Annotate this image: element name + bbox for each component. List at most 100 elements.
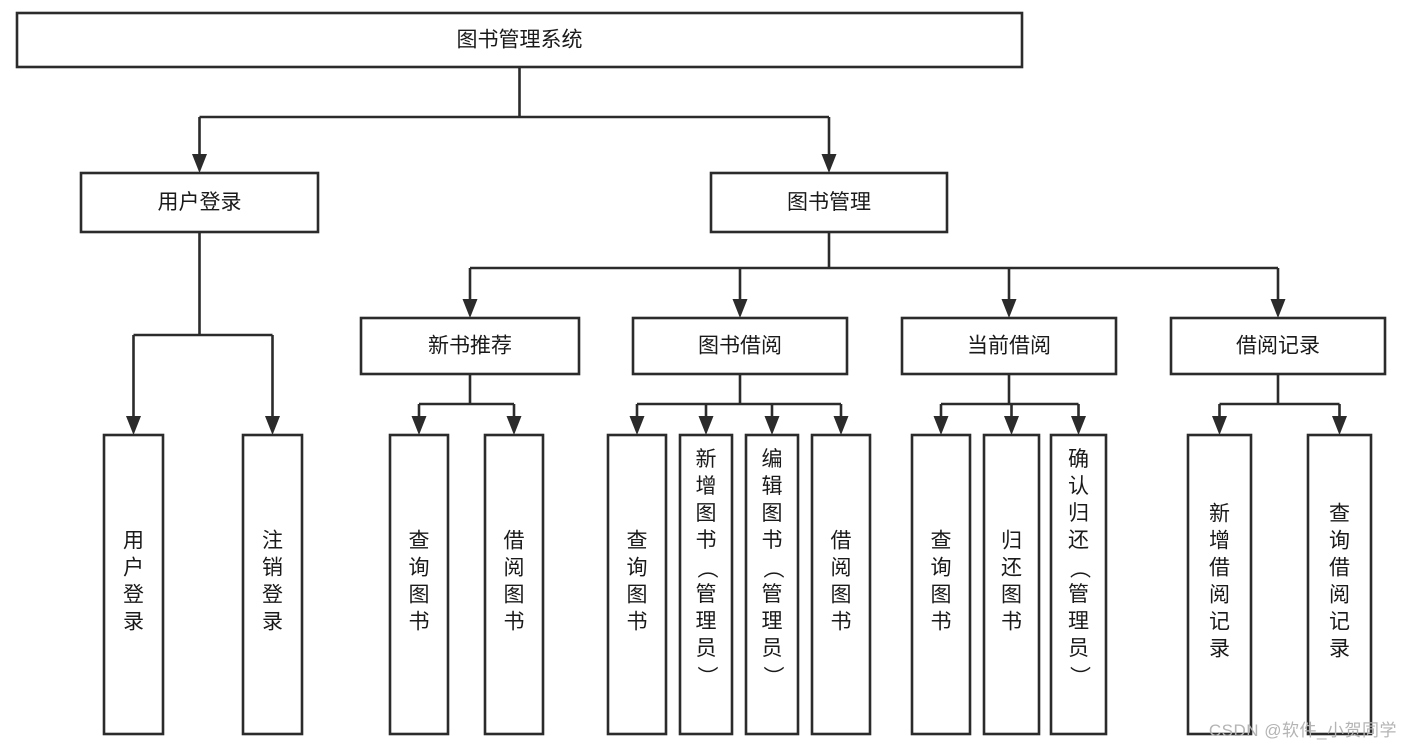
node-box-leaf-query-book-1[interactable] [388, 433, 450, 736]
node-box-leaf-query-book-2[interactable] [606, 433, 668, 736]
svg-text:认: 认 [1068, 475, 1089, 498]
svg-text:查: 查 [627, 530, 648, 553]
svg-text:查: 查 [1329, 503, 1350, 526]
arrow-head-level3-1 [732, 299, 748, 318]
node-box-leaf-query-book-3[interactable] [910, 433, 972, 736]
arrow-head-level2-1 [821, 154, 837, 173]
arrow-head-leaf-query-book-3 [933, 416, 949, 435]
node-label-root: 图书管理系统 [457, 29, 583, 52]
svg-text:书: 书 [696, 529, 717, 552]
svg-text:书: 书 [762, 529, 783, 552]
node-box-book-borrow[interactable] [631, 316, 849, 376]
labels-layer: 图书管理系统用户登录图书管理新书推荐图书借阅当前借阅借阅记录用户登录注销登录查询… [123, 29, 1350, 687]
node-box-root[interactable] [15, 11, 1024, 69]
svg-text:辑: 辑 [762, 475, 783, 498]
svg-text:图: 图 [831, 584, 852, 607]
svg-text:借: 借 [1209, 557, 1230, 580]
arrow-head-leaf-add-book [698, 416, 714, 435]
node-box-leaf-add-record[interactable] [1186, 433, 1253, 736]
svg-text:记: 记 [1209, 611, 1230, 634]
svg-text:用: 用 [123, 530, 144, 553]
svg-text:管: 管 [762, 583, 783, 606]
svg-text:阅: 阅 [831, 557, 852, 580]
node-box-user-login[interactable] [79, 171, 320, 234]
arrow-head-leaf-logout-login [265, 416, 280, 435]
svg-text:注: 注 [262, 530, 283, 553]
node-label-current-borrow: 当前借阅 [967, 335, 1051, 358]
svg-text:询: 询 [931, 557, 952, 580]
svg-text:员: 员 [1068, 637, 1089, 660]
svg-text:增: 增 [696, 475, 717, 498]
node-box-leaf-edit-book[interactable] [744, 433, 800, 736]
svg-text:图: 图 [409, 584, 430, 607]
node-box-leaf-borrow-book-1[interactable] [483, 433, 545, 736]
node-box-leaf-logout-login[interactable] [241, 433, 304, 736]
svg-text:阅: 阅 [504, 557, 525, 580]
svg-text:管: 管 [1068, 583, 1089, 606]
svg-text:确: 确 [1068, 448, 1089, 471]
svg-text:理: 理 [762, 610, 783, 633]
node-label-book-borrow: 图书借阅 [698, 335, 782, 358]
svg-text:理: 理 [1068, 610, 1089, 633]
node-box-leaf-confirm-return[interactable] [1049, 433, 1108, 736]
svg-text:归: 归 [1001, 530, 1022, 553]
arrow-head-leaf-borrow-book-2 [833, 416, 849, 435]
svg-text:图: 图 [627, 584, 648, 607]
svg-text:书: 书 [1001, 611, 1022, 634]
node-box-borrow-record[interactable] [1169, 316, 1387, 376]
svg-text:记: 记 [1329, 611, 1350, 634]
svg-text:户: 户 [123, 557, 144, 580]
node-label-borrow-record: 借阅记录 [1236, 335, 1320, 358]
node-label-new-book-recommend: 新书推荐 [428, 335, 512, 358]
svg-text:录: 录 [262, 611, 283, 634]
svg-text:登: 登 [262, 584, 283, 607]
arrow-head-leaf-borrow-book-1 [506, 416, 522, 435]
svg-text:（: （ [1068, 558, 1091, 579]
svg-text:增: 增 [1209, 530, 1230, 553]
svg-text:询: 询 [1329, 530, 1350, 553]
svg-text:归: 归 [1068, 502, 1089, 525]
svg-text:（: （ [695, 558, 718, 579]
svg-text:新: 新 [1209, 503, 1230, 526]
svg-text:书: 书 [931, 611, 952, 634]
node-box-leaf-borrow-book-2[interactable] [810, 433, 872, 736]
svg-text:录: 录 [1329, 638, 1350, 661]
svg-text:员: 员 [762, 637, 783, 660]
arrow-head-level2-0 [192, 154, 207, 173]
node-box-current-borrow[interactable] [900, 316, 1118, 376]
node-box-book-management[interactable] [709, 171, 949, 234]
svg-text:书: 书 [627, 611, 648, 634]
arrow-head-leaf-user-login [126, 416, 141, 435]
svg-text:询: 询 [627, 557, 648, 580]
svg-text:借: 借 [504, 530, 525, 553]
arrow-head-leaf-query-book-1 [411, 416, 427, 435]
svg-text:编: 编 [762, 448, 783, 471]
node-box-new-book-recommend[interactable] [359, 316, 581, 376]
node-box-leaf-user-login[interactable] [102, 433, 165, 736]
watermark-text: CSDN @软件_小贺同学 [1208, 721, 1397, 740]
svg-text:）: ） [1068, 666, 1091, 687]
node-box-leaf-query-record[interactable] [1306, 433, 1373, 736]
svg-text:还: 还 [1068, 529, 1089, 552]
svg-text:登: 登 [123, 584, 144, 607]
svg-text:阅: 阅 [1329, 584, 1350, 607]
node-box-leaf-add-book[interactable] [678, 433, 734, 736]
node-box-leaf-return-book[interactable] [982, 433, 1041, 736]
arrow-head-level3-3 [1270, 299, 1286, 318]
svg-text:图: 图 [931, 584, 952, 607]
svg-text:查: 查 [409, 530, 430, 553]
svg-text:管: 管 [696, 583, 717, 606]
arrow-head-level3-0 [462, 299, 478, 318]
arrow-head-leaf-query-record [1332, 416, 1347, 435]
svg-text:询: 询 [409, 557, 430, 580]
